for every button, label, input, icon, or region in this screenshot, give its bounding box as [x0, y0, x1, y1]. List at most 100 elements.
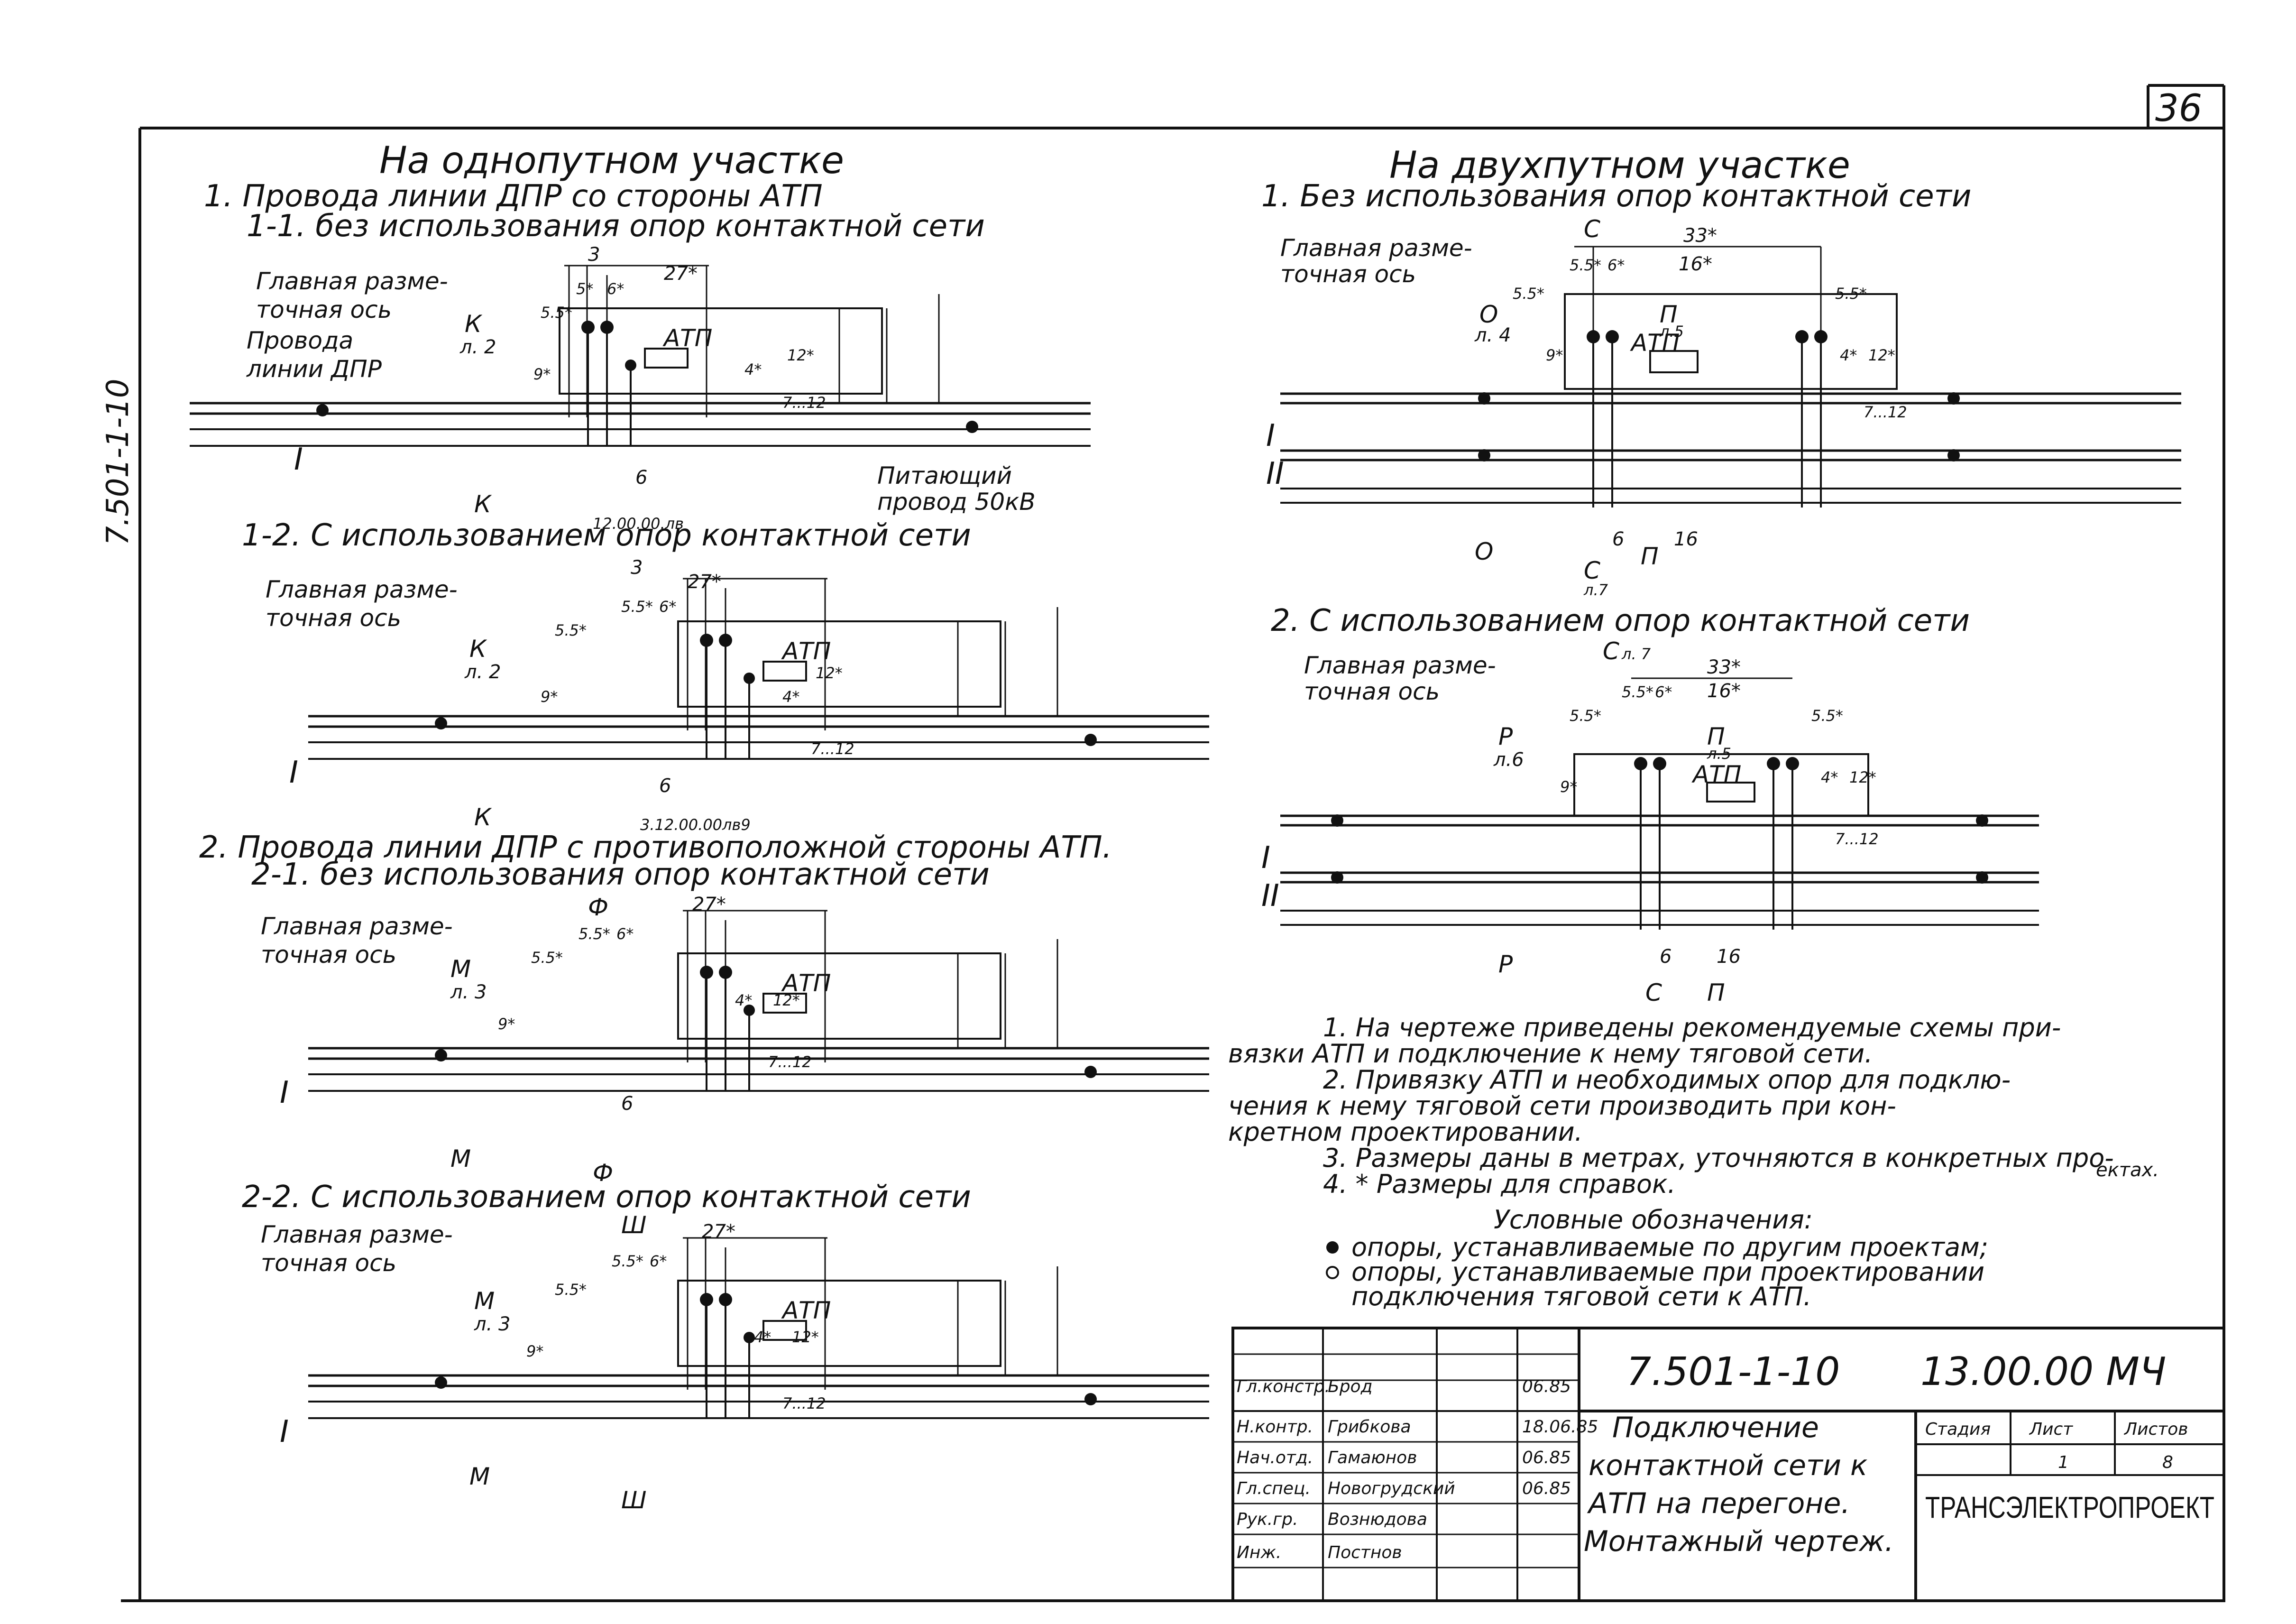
track-label: I	[280, 1075, 289, 1110]
drawing-title-line: контактной сети к	[1589, 1449, 1867, 1482]
dim: 4*	[744, 360, 762, 378]
page-number: 36	[2155, 87, 2202, 130]
dimensions: 33* 5.5* 6* 16* 5.5* 5.5* 9* 4* 12* 7...…	[1560, 656, 1879, 968]
dim: 5.5*	[1835, 285, 1867, 303]
dimensions: 27* 5.5* 5.5* 6* 9* 4* 12* 7...12	[526, 1221, 826, 1412]
legend-title: Условные обозначения:	[1494, 1205, 1813, 1235]
dimensions: 33* 5.5* 6* 16* 5.5* 5.5* 9* 4* 12* 7...…	[1513, 225, 1907, 550]
right-diagram-2-title: 2. С использованием опор контактной сети	[1271, 603, 1970, 638]
open-pole-symbol	[1326, 1266, 1339, 1279]
dim: 5.5*	[1811, 707, 1843, 725]
dim: 4*	[754, 1328, 771, 1346]
bottom-label: Ф	[593, 1159, 613, 1187]
dim: 5*	[576, 280, 593, 298]
cut-label-bottom: М	[469, 1463, 490, 1490]
signature-row: Инж. Постнов	[1237, 1543, 1402, 1562]
note-line: 1. На чертеже приведены рекомендуемые сх…	[1323, 1013, 2061, 1043]
axis-label-1: Главная разме-	[1304, 652, 1496, 679]
legend-item: опоры, устанавливаемые при проектировани…	[1351, 1257, 1984, 1287]
dimensions: 27* 5.5* 5.5* 6* 9* 4* 12* 7...12 6	[498, 894, 812, 1115]
legend-item: опоры, устанавливаемые по другим проекта…	[1351, 1232, 1988, 1262]
signature-row: Рук.гр. Вознюдова	[1237, 1510, 1427, 1529]
note-line: 3. Размеры даны в метрах, уточняются в к…	[1323, 1143, 2114, 1173]
cut-p: П	[1707, 723, 1725, 750]
note-line: 2. Привязку АТП и необходимых опор для п…	[1323, 1065, 2011, 1095]
right-diagram-1: Главная разме- точная ось О л. 4 О С П л…	[1266, 215, 2181, 599]
dim: 6	[1660, 946, 1671, 968]
diagram-1-2: Главная разме- точная ось К л. 2 К I АТП…	[266, 557, 1209, 834]
cut-c: С	[1584, 215, 1600, 243]
axis-label-1: Главная разме-	[1280, 234, 1472, 262]
dim: 7...12	[1864, 403, 1907, 421]
cut-r-sheet: л.6	[1493, 749, 1524, 771]
drawing-title-line: АТП на перегоне.	[1587, 1487, 1850, 1520]
feeder-label-2: провод 50кВ	[877, 488, 1036, 516]
dim: 9*	[1560, 778, 1577, 796]
dim: 5.5*	[541, 304, 572, 322]
note-line: ектах.	[2096, 1159, 2159, 1181]
sig-name: Брод	[1328, 1377, 1372, 1396]
sig-name: Вознюдова	[1328, 1510, 1427, 1529]
axis-label-1: Главная разме-	[266, 576, 458, 603]
sheet-number: 1	[2058, 1453, 2069, 1472]
ref-top: 12.00.00.лв	[593, 515, 684, 533]
cut-label: К	[469, 635, 487, 663]
cut-label: К	[465, 310, 483, 338]
sig-name: Постнов	[1328, 1543, 1402, 1562]
filled-pole-symbol	[1326, 1241, 1339, 1254]
axis-label-2: точная ось	[256, 296, 392, 323]
cut-p-bottom: П	[1641, 543, 1659, 570]
drawing-title-line: Подключение	[1612, 1411, 1819, 1444]
sig-role: Нач.отд.	[1237, 1448, 1313, 1467]
axis-label-1: Главная разме-	[261, 913, 453, 940]
dim: 16*	[1707, 680, 1741, 702]
cut-sheet: л. 2	[464, 661, 501, 683]
dim: 9*	[1546, 346, 1563, 364]
axis-label-2: точная ось	[261, 941, 396, 969]
dim: 33*	[1683, 225, 1717, 247]
axis-label-2: точная ось	[1304, 678, 1440, 705]
diagram-1-2-title: 1-2. С использованием опор контактной се…	[242, 518, 971, 553]
ref-bottom: 3.12.00.00лв9	[640, 816, 751, 834]
dim: 6*	[659, 598, 676, 616]
dim: 27*	[702, 1221, 735, 1243]
dim: 7...12	[1835, 830, 1879, 848]
wire-label-1: Провода	[247, 327, 353, 354]
track-2: II	[1266, 456, 1284, 491]
atp-label: АТП	[781, 969, 831, 997]
cut-o-sheet: л. 4	[1474, 324, 1511, 346]
dim: 6	[621, 1093, 633, 1115]
diagram-1-1-title: 1-1. без использования опор контактной с…	[247, 209, 985, 244]
track-label: I	[294, 442, 303, 477]
diagram-1-1: Главная разме- точная ось Провода линии …	[190, 244, 1091, 518]
top-label: Ш	[621, 1211, 646, 1239]
signature-row: Нач.отд. Гамаюнов 06.85	[1237, 1448, 1571, 1467]
axis-label-2: точная ось	[1280, 260, 1416, 288]
notes: 1. На чертеже приведены рекомендуемые сх…	[1228, 1013, 2159, 1199]
atp-label: АТП	[662, 324, 712, 352]
section2-title: 2. Провода линии ДПР с противоположной с…	[199, 830, 1112, 865]
dim: 9*	[533, 365, 551, 383]
right-diagram-1-title: 1. Без использования опор контактной сет…	[1261, 179, 1971, 214]
atp-label: АТП	[1630, 329, 1680, 357]
atp-label: АТП	[1691, 761, 1741, 788]
dim: 9*	[526, 1342, 543, 1360]
dim: 3	[631, 557, 643, 579]
dim: 6*	[607, 280, 624, 298]
cut-r-bottom: Р	[1498, 950, 1513, 978]
cut-c: С	[1603, 637, 1619, 665]
side-code: 7.501-1-10	[101, 378, 136, 545]
cut-label: М	[450, 955, 471, 983]
cut-sheet: л. 2	[459, 336, 496, 358]
dim: 5.5*	[1513, 285, 1544, 303]
dim: 6*	[650, 1252, 667, 1270]
bottom-label: Ш	[621, 1486, 646, 1514]
dim: 3	[588, 244, 600, 266]
dim: 6	[635, 467, 647, 489]
cut-p-sheet: л.5	[1659, 323, 1684, 341]
cut-label: М	[474, 1287, 495, 1315]
dim: 5.5*	[531, 949, 563, 967]
cut-label-bottom: К	[474, 490, 492, 518]
cut-r: Р	[1498, 723, 1513, 750]
dim: 27*	[688, 571, 721, 593]
